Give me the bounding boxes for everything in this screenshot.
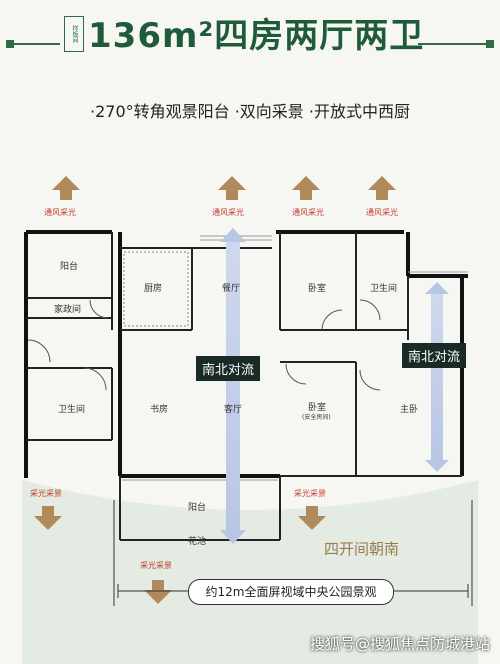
header-square-left <box>6 40 14 48</box>
kitchen-counter <box>123 251 189 327</box>
bottom-arc <box>22 480 478 664</box>
room-balcony-bottom: 阳台 <box>188 503 207 513</box>
page-title: 136m²四房两厅两卫 <box>88 16 425 56</box>
room-balcony-top: 阳台 <box>60 262 79 272</box>
ns-flow-label-left: 南北对流 <box>196 356 261 381</box>
outer-walls <box>24 230 468 478</box>
header-line-left <box>10 43 60 45</box>
room-bathroom-2: 卫生间 <box>58 405 86 415</box>
header-square-right <box>486 40 494 48</box>
room-bathroom-1: 卫生间 <box>370 284 398 294</box>
vent-label-1: 通风采光 <box>44 208 76 217</box>
floor-plan <box>22 176 478 664</box>
room-study: 书房 <box>150 405 169 415</box>
room-kitchen: 厨房 <box>144 284 163 294</box>
room-housework: 家政间 <box>54 305 82 315</box>
arrow-down-icon <box>34 506 326 604</box>
sample-badge: 样板间 <box>64 16 84 52</box>
room-garden: 花池 <box>188 537 207 547</box>
header-line-right <box>418 43 490 45</box>
room-bedroom-2: 卧室 <box>308 403 327 413</box>
watermark: 搜狐号@搜狐焦点防城港站 <box>309 635 490 653</box>
flow-arrow-left <box>220 228 246 544</box>
door-arcs <box>27 299 381 391</box>
south-facing-label: 四开间朝南 <box>324 540 400 558</box>
light-label-2: 采光采景 <box>294 489 326 498</box>
room-master-bedroom: 主卧 <box>400 405 419 415</box>
header: 样板间 136m²四房两厅两卫 <box>0 0 500 72</box>
vent-label-2: 通风采光 <box>212 208 244 217</box>
vent-label-3: 通风采光 <box>292 208 324 217</box>
inner-walls <box>26 232 462 541</box>
room-living: 客厅 <box>224 405 243 415</box>
light-label-3: 采光采景 <box>140 561 172 570</box>
light-label-1: 采光采景 <box>30 489 62 498</box>
room-bedroom-1: 卧室 <box>308 284 327 294</box>
room-bedroom-2-note: (安全房间) <box>302 414 331 421</box>
room-dining: 餐厅 <box>222 284 241 294</box>
arrow-up-icon <box>52 176 396 200</box>
feature-subtitle: ·270°转角观景阳台 ·双向采景 ·开放式中西厨 <box>90 102 410 121</box>
view-label: 约12m全面屏视域中央公园景观 <box>188 579 394 605</box>
ns-flow-label-right: 南北对流 <box>402 343 467 368</box>
vent-label-4: 通风采光 <box>366 208 398 217</box>
flow-arrow-right <box>425 282 449 472</box>
